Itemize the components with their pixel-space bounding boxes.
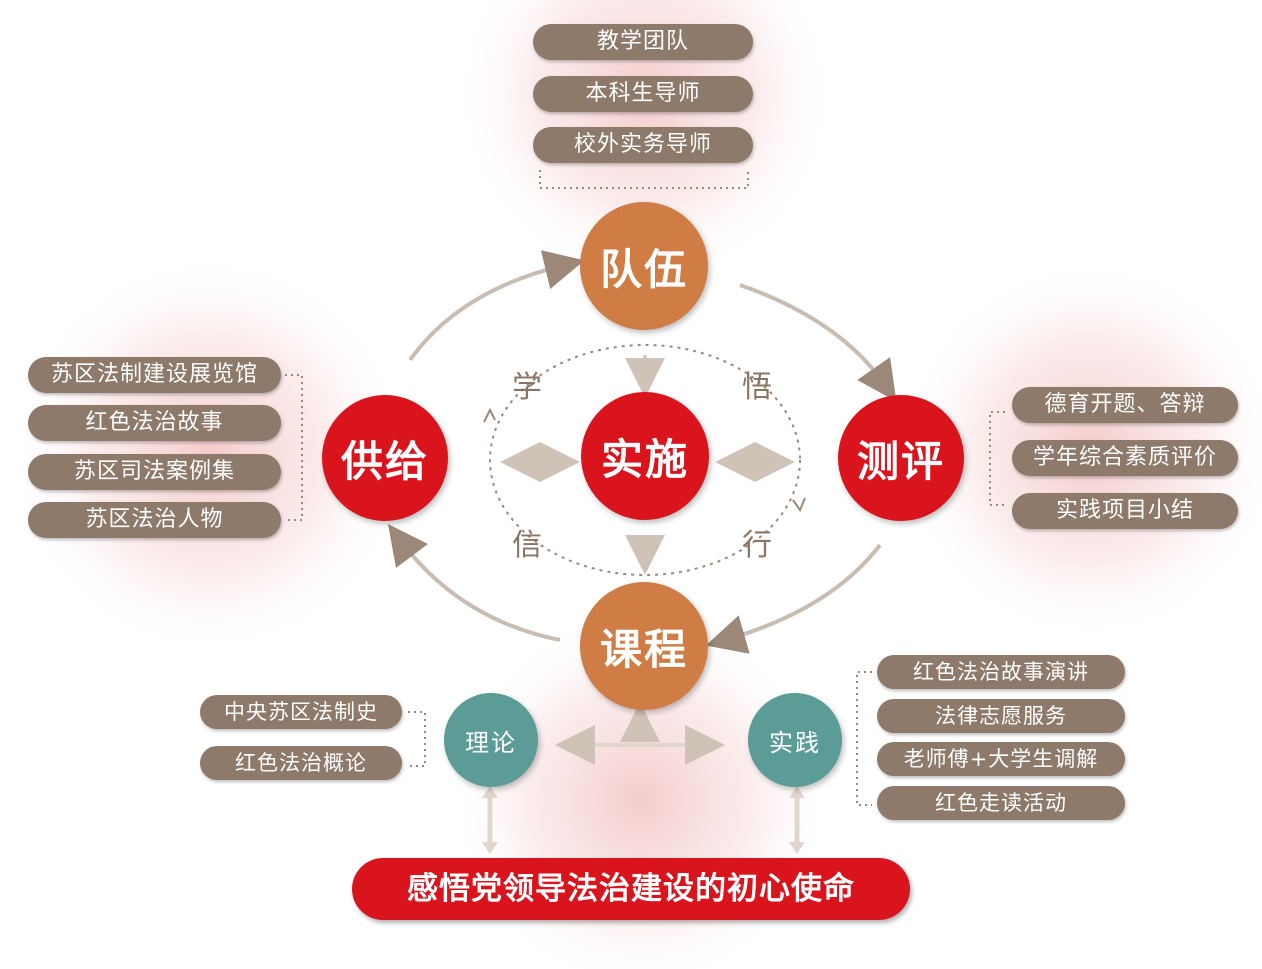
practice-item-red-walk: 红色走读活动 bbox=[877, 786, 1125, 820]
practice-item-mediation: 老师傅+大学生调解 bbox=[877, 742, 1125, 776]
node-theory: 理论 bbox=[444, 693, 538, 787]
practice-item-story-speech: 红色法治故事演讲 bbox=[877, 655, 1125, 689]
loop-arrowhead-right bbox=[792, 497, 806, 513]
node-supply: 供给 bbox=[322, 395, 448, 521]
theory-arrow-down bbox=[482, 842, 498, 854]
eval-item-annual-assessment: 学年综合素质评价 bbox=[1012, 440, 1238, 476]
eval-bracket bbox=[989, 411, 1005, 506]
arc-course-to-supply bbox=[387, 524, 561, 642]
cycle-char-realize: 悟 bbox=[742, 370, 772, 405]
team-item-external-mentor: 校外实务导师 bbox=[533, 127, 753, 163]
mission-banner: 感悟党领导法治建设的初心使命 bbox=[352, 858, 910, 920]
eval-item-proposal-defense: 德育开题、答辩 bbox=[1012, 387, 1238, 423]
inner-dotted-loop bbox=[489, 344, 801, 576]
loop-arrowhead-left bbox=[483, 407, 496, 423]
team-item-undergrad-mentor: 本科生导师 bbox=[533, 76, 753, 112]
team-item-teaching-team: 教学团队 bbox=[533, 24, 753, 60]
theory-arrow-up bbox=[482, 786, 498, 798]
cycle-char-act: 行 bbox=[742, 528, 772, 563]
theory-item-legal-history: 中央苏区法制史 bbox=[200, 695, 402, 729]
eval-item-practice-summary: 实践项目小结 bbox=[1012, 493, 1238, 529]
arc-supply-to-team bbox=[408, 250, 585, 362]
practice-bracket bbox=[856, 671, 872, 806]
practice-arrow-down bbox=[789, 842, 805, 854]
node-evaluation: 测评 bbox=[838, 395, 964, 521]
arc-eval-to-course bbox=[705, 543, 882, 654]
node-team: 队伍 bbox=[580, 202, 708, 330]
node-implementation: 实施 bbox=[581, 392, 709, 520]
node-practice: 实践 bbox=[748, 693, 842, 787]
practice-item-legal-volunteer: 法律志愿服务 bbox=[877, 699, 1125, 733]
supply-item-red-stories: 红色法治故事 bbox=[28, 405, 281, 441]
supply-item-case-collection: 苏区司法案例集 bbox=[28, 454, 281, 490]
practice-arrow-up bbox=[789, 786, 805, 798]
arc-team-to-eval bbox=[739, 283, 897, 402]
supply-item-exhibition-hall: 苏区法制建设展览馆 bbox=[28, 357, 281, 393]
team-bracket bbox=[539, 170, 749, 189]
node-course: 课程 bbox=[580, 582, 708, 710]
theory-item-red-law-intro: 红色法治概论 bbox=[200, 746, 402, 780]
cycle-char-believe: 信 bbox=[512, 528, 542, 563]
supply-item-legal-figures: 苏区法治人物 bbox=[28, 502, 281, 538]
theory-bracket bbox=[408, 711, 426, 767]
cycle-char-learn: 学 bbox=[512, 370, 542, 405]
